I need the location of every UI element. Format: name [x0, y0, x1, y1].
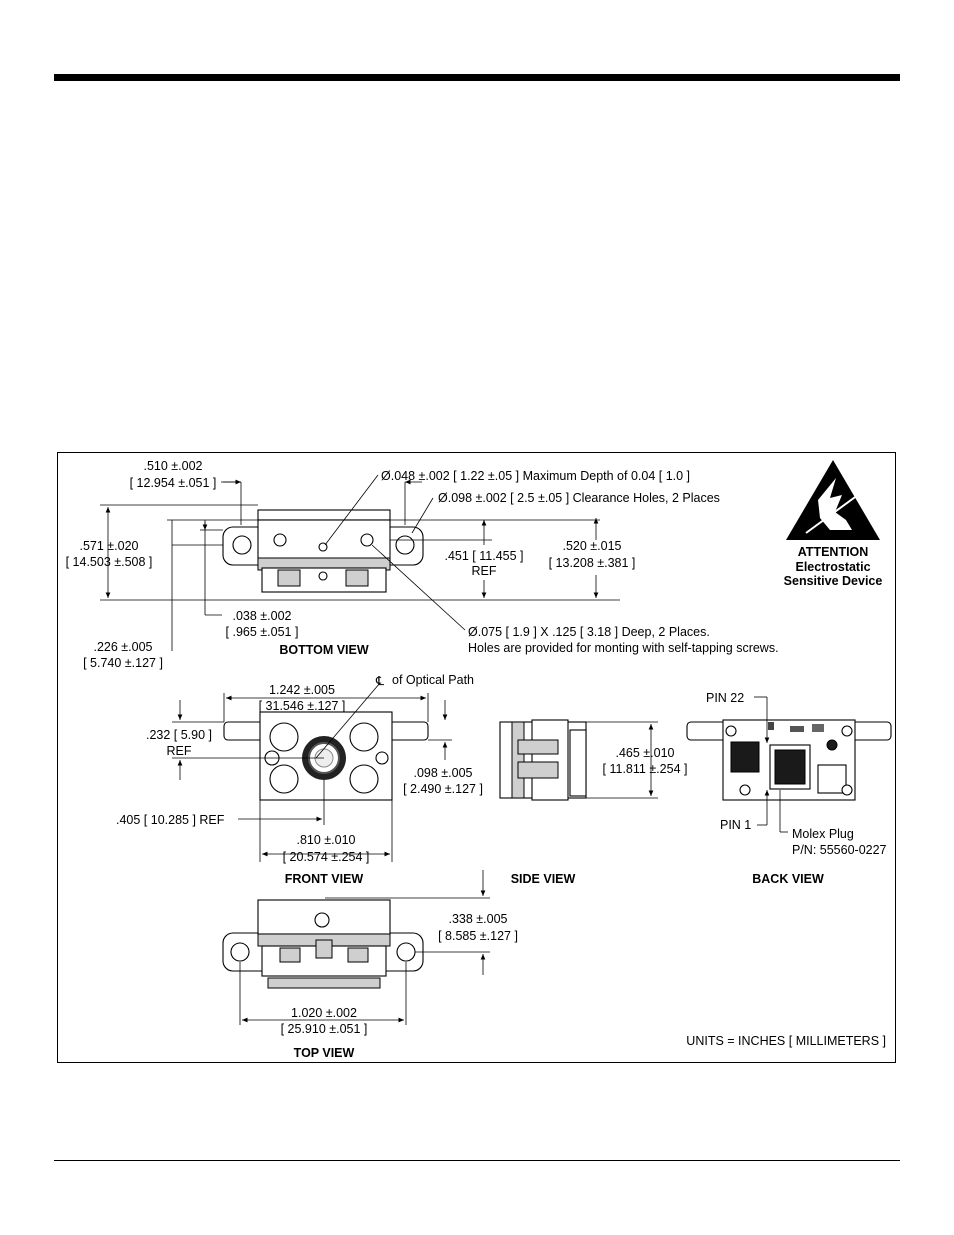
view-title: BACK VIEW [752, 872, 824, 886]
esd-text: Electrostatic [795, 560, 870, 574]
dim-text: .338 ±.005 [449, 912, 508, 926]
dim-text: [ 14.503 ±.508 ] [66, 555, 153, 569]
view-title: SIDE VIEW [511, 872, 576, 886]
front-lens-ur [349, 722, 379, 752]
top-hole-right [396, 942, 416, 962]
dim-text: .232 [ 5.90 ] [146, 728, 212, 742]
dim-text: .571 ±.020 [80, 539, 139, 553]
screw-hole-left [273, 533, 287, 547]
clearance-hole-right [395, 535, 415, 555]
dim-text: .226 ±.005 [94, 640, 153, 654]
top-view: .338 ±.005 [ 8.585 ±.127 ] 1.020 ±.002 [… [222, 870, 518, 1060]
dim-text: 1.020 ±.002 [291, 1006, 357, 1020]
back-mount-hole [841, 725, 853, 737]
dim-text: [ 8.585 ±.127 ] [438, 929, 518, 943]
footer-rule [54, 1160, 900, 1161]
front-lens-lr [349, 764, 379, 794]
dim-text: .098 ±.005 [414, 766, 473, 780]
dim-text: of Optical Path [392, 673, 474, 687]
bottom-pad-1 [277, 569, 301, 587]
dim-text: [ 25.910 ±.051 ] [281, 1022, 368, 1036]
dim-text: [ 2.490 ±.127 ] [403, 782, 483, 796]
esd-text: Sensitive Device [784, 574, 883, 588]
dim-text: Ø.048 ±.002 [ 1.22 ±.05 ] Maximum Depth … [381, 469, 690, 483]
back-chip [730, 741, 760, 773]
dim-text: [ .965 ±.051 ] [226, 625, 299, 639]
back-view: PIN 22 PIN 1 Molex Plug P/N: 55560-0227 … [686, 691, 892, 886]
units-note: UNITS = INCHES [ MILLIMETERS ] [686, 1034, 886, 1048]
back-mount-hole [739, 784, 751, 796]
top-center-hole [314, 912, 330, 928]
view-title: TOP VIEW [294, 1046, 355, 1060]
pin-label: PIN 22 [706, 691, 744, 705]
view-title: FRONT VIEW [285, 872, 364, 886]
top-hole-left [230, 942, 250, 962]
back-module [817, 764, 847, 794]
top-pad-3 [347, 947, 369, 963]
dim-text: .038 ±.002 [233, 609, 292, 623]
dim-text: [ 12.954 ±.051 ] [130, 476, 217, 490]
bottom-pad-2 [345, 569, 369, 587]
back-mount-hole [725, 725, 737, 737]
clearance-hole-left [232, 535, 252, 555]
pin-label: PIN 1 [720, 818, 751, 832]
drawing-frame [57, 452, 896, 1063]
back-component [826, 739, 838, 751]
dim-text: .451 [ 11.455 ] [445, 549, 524, 563]
dim-text: [ 13.208 ±.381 ] [549, 556, 636, 570]
bottom-body-top [257, 509, 391, 521]
screw-hole-right [360, 533, 374, 547]
dim-text: .810 ±.010 [297, 833, 356, 847]
dim-text: .405 [ 10.285 ] REF [116, 813, 225, 827]
front-view: 1.242 ±.005 [ 31.546 ±.127 ] ℄ of Optica… [116, 673, 483, 886]
side-detail-2 [517, 761, 559, 779]
esd-warning: ATTENTION Electrostatic Sensitive Device [784, 460, 883, 588]
top-pad-1 [279, 947, 301, 963]
dim-text: [ 5.740 ±.127 ] [83, 656, 163, 670]
front-lens-ll [269, 764, 299, 794]
side-detail-1 [517, 739, 559, 755]
esd-text: ATTENTION [798, 545, 869, 559]
dim-text: [ 20.574 ±.254 ] [283, 850, 370, 864]
front-led-right [375, 751, 389, 765]
top-pad-2 [315, 939, 333, 959]
plug-label: P/N: 55560-0227 [792, 843, 887, 857]
connector-pins [774, 749, 806, 785]
dim-text: .510 ±.002 [144, 459, 203, 473]
dim-text: .520 ±.015 [563, 539, 622, 553]
side-pcb [569, 729, 587, 797]
plug-label: Molex Plug [792, 827, 854, 841]
dim-text: Ø.098 ±.002 [ 2.5 ±.05 ] Clearance Holes… [438, 491, 720, 505]
centerline-symbol: ℄ [375, 674, 385, 688]
bottom-center-hole [318, 571, 328, 581]
dim-text: REF [167, 744, 192, 758]
dim-text: Ø.075 [ 1.9 ] X .125 [ 3.18 ] Deep, 2 Pl… [468, 625, 710, 639]
header-rule [54, 74, 900, 81]
back-mount-hole [841, 784, 853, 796]
dim-text: [ 11.811 ±.254 ] [603, 762, 688, 776]
bottom-view: .510 ±.002 [ 12.954 ±.051 ] Ø.048 ±.002 … [66, 459, 779, 670]
side-view: .465 ±.010 [ 11.811 ±.254 ] SIDE VIEW [499, 719, 688, 886]
side-housing [531, 719, 569, 801]
top-base [267, 977, 381, 989]
side-plate [511, 721, 525, 799]
dim-text: [ 31.546 ±.127 ] [259, 699, 346, 713]
dim-text: .465 ±.010 [616, 746, 675, 760]
view-title: BOTTOM VIEW [279, 643, 369, 657]
front-lens-ul [269, 722, 299, 752]
dim-text: Holes are provided for monting with self… [468, 641, 779, 655]
dim-text: REF [472, 564, 497, 578]
dim-text: 1.242 ±.005 [269, 683, 335, 697]
